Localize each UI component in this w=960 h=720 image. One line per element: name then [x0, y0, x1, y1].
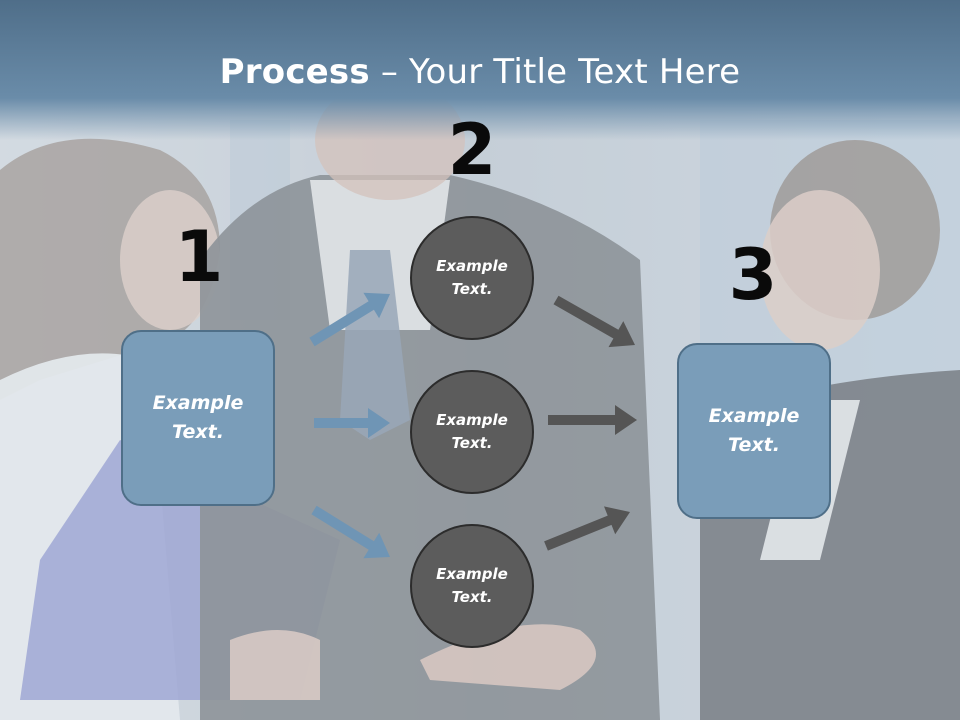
step-number-3: 3 — [728, 234, 778, 316]
header-band — [0, 0, 960, 140]
step-number-1: 1 — [174, 216, 224, 298]
step-number-2: 2 — [447, 109, 497, 191]
middle-node-1: Example Text. — [410, 216, 534, 340]
title-bold: Process — [219, 52, 370, 92]
title-separator: – — [369, 52, 410, 92]
step-3-box: Example Text. — [677, 343, 831, 519]
middle-node-3: Example Text. — [410, 524, 534, 648]
slide-title: Process – Your Title Text Here — [0, 52, 960, 92]
middle-node-2: Example Text. — [410, 370, 534, 494]
step-1-box: Example Text. — [121, 330, 275, 506]
title-rest: Your Title Text Here — [409, 52, 741, 92]
